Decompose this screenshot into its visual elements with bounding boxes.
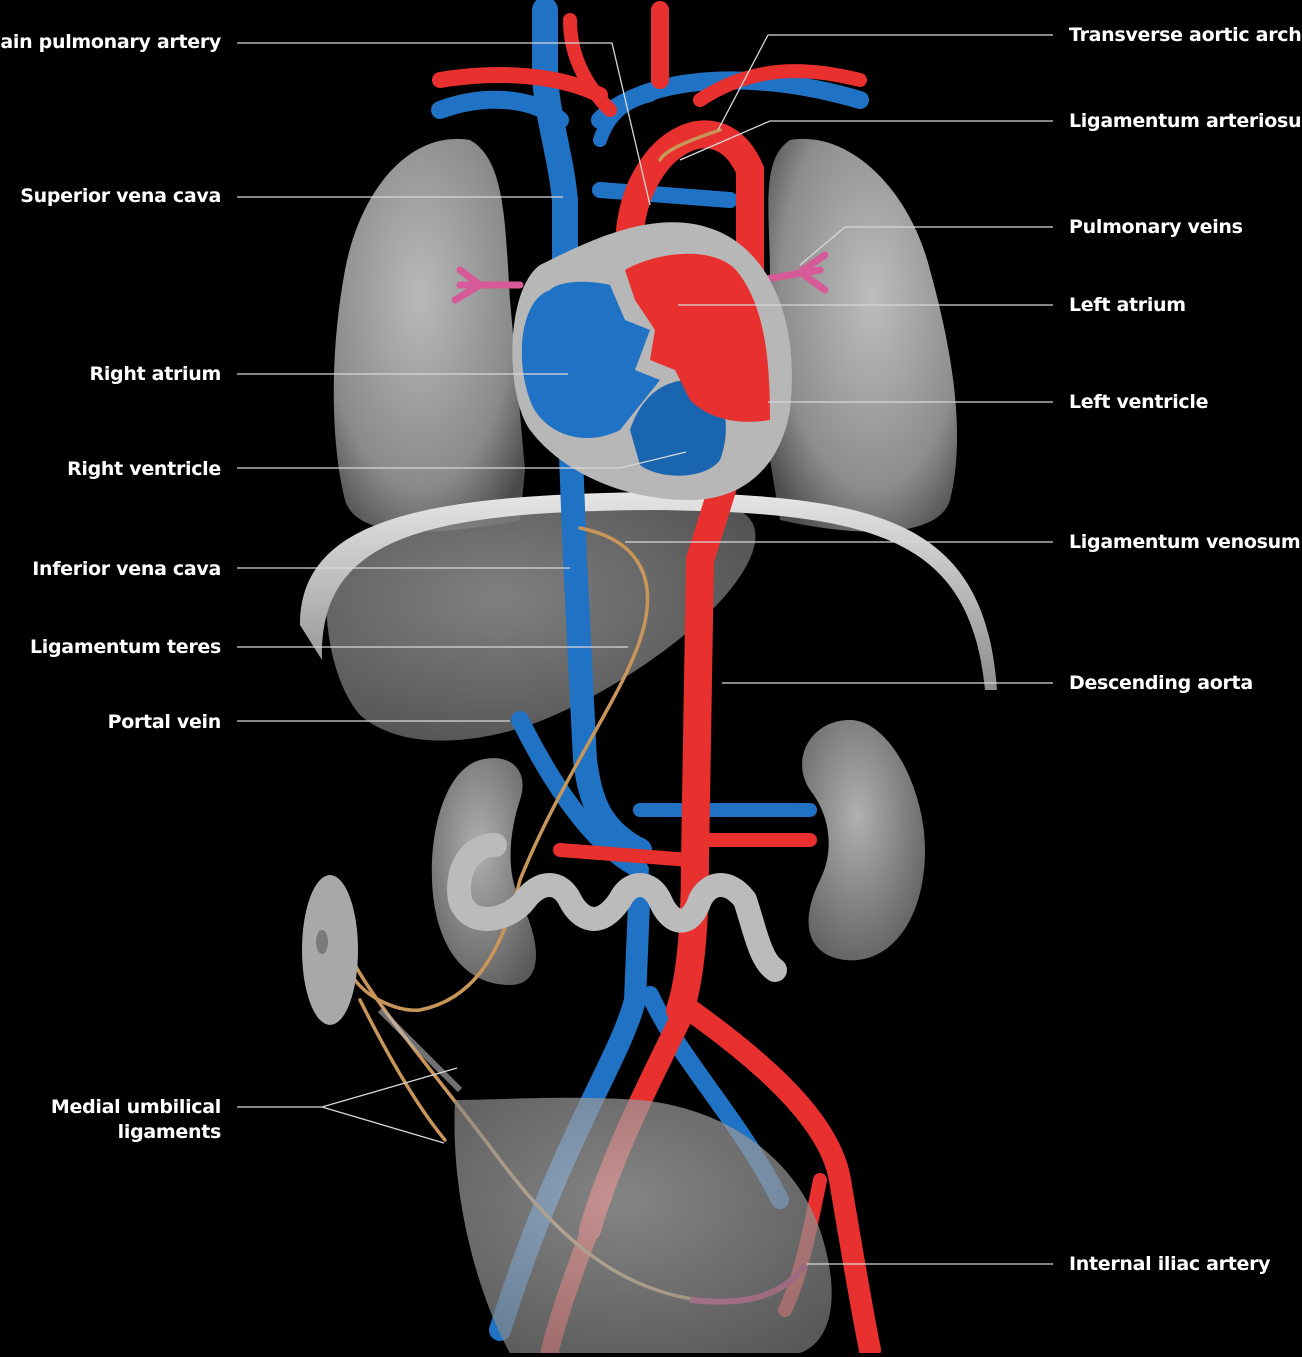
label-ligamentum-teres: Ligamentum teres (30, 635, 221, 659)
label-left-ventricle: Left ventricle (1069, 390, 1208, 414)
label-main-pulmonary-artery: Main pulmonary artery (0, 30, 221, 54)
label-descending-aorta: Descending aorta (1069, 671, 1253, 695)
label-superior-vena-cava: Superior vena cava (20, 184, 221, 208)
label-transverse-aortic-arch: Transverse aortic arch (1069, 23, 1301, 47)
label-ligamentum-venosum: Ligamentum venosum (1069, 530, 1300, 554)
label-portal-vein: Portal vein (108, 710, 221, 734)
label-medial-umbilical-line1: Medial umbilical (51, 1095, 221, 1119)
left-lung (768, 139, 957, 532)
label-right-ventricle: Right ventricle (67, 457, 221, 481)
umbilicus (302, 875, 358, 1025)
bladder (454, 1098, 831, 1353)
label-internal-iliac-artery: Internal iliac artery (1069, 1252, 1270, 1276)
label-inferior-vena-cava: Inferior vena cava (32, 557, 221, 581)
label-pulmonary-veins: Pulmonary veins (1069, 215, 1243, 239)
heart (512, 222, 792, 500)
label-medial-umbilical-line2: ligaments (118, 1120, 221, 1144)
label-left-atrium: Left atrium (1069, 293, 1186, 317)
left-kidney (802, 720, 925, 960)
right-lung (334, 139, 525, 532)
label-ligamentum-arteriosum: Ligamentum arteriosum (1069, 109, 1302, 133)
right-kidney (432, 758, 536, 985)
label-right-atrium: Right atrium (90, 362, 221, 386)
